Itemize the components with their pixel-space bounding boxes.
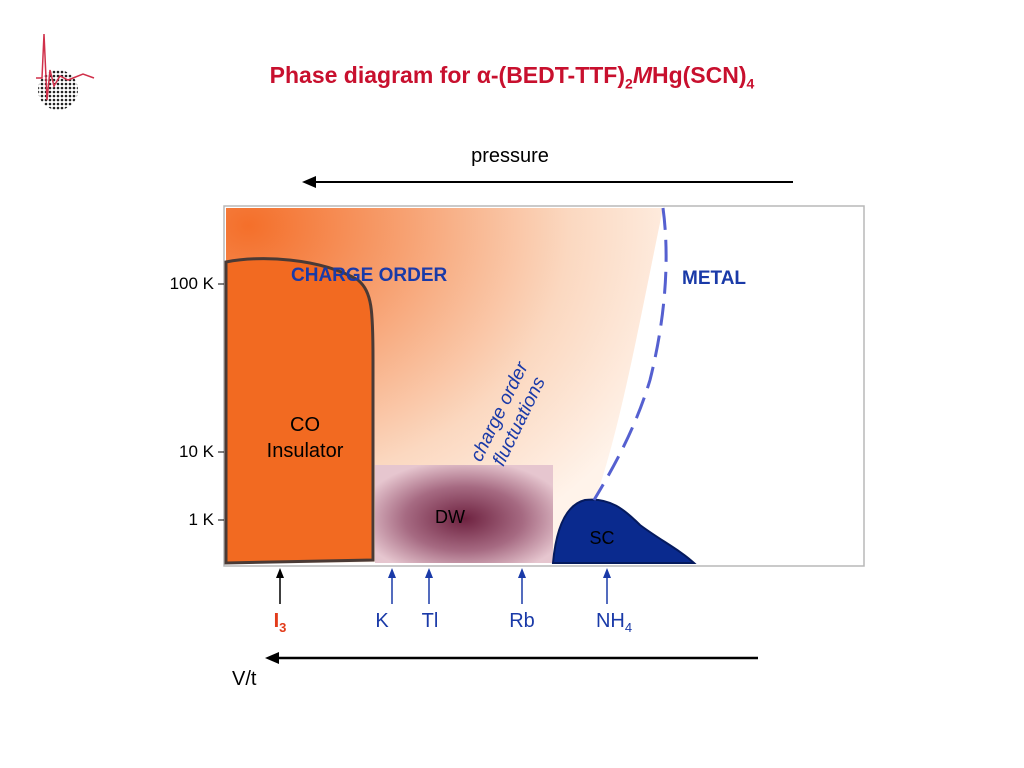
- dw-region: [375, 465, 553, 563]
- pressure-label: pressure: [471, 145, 549, 167]
- metal-boundary-line: [592, 207, 668, 501]
- compound-arrow-tl: [425, 568, 433, 604]
- vt-label: V/t: [232, 668, 257, 690]
- compound-label-rb: Rb: [509, 610, 535, 632]
- page-title: Phase diagram for α-(BEDT-TTF)2MHg(SCN)4: [269, 62, 755, 92]
- metal-label: METAL: [682, 268, 747, 289]
- compound-arrow-rb: [518, 568, 526, 604]
- compound-label-i3: I3: [273, 610, 287, 635]
- co-label-line2: Insulator: [266, 440, 344, 462]
- compound-label-tl: Tl: [421, 610, 439, 632]
- vt-arrowhead: [265, 652, 279, 664]
- compound-arrow-k: [388, 568, 396, 604]
- compound-arrow-i3: [276, 568, 284, 604]
- tick-label-10k: 10 K: [179, 442, 214, 461]
- co-label-line1: CO: [290, 414, 320, 436]
- co-insulator-region: [224, 257, 375, 565]
- tick-label-100k: 100 K: [169, 274, 214, 293]
- compound-arrow-nh4: [603, 568, 611, 604]
- co-insulator-label: CO Insulator: [240, 412, 370, 464]
- sc-label: SC: [589, 528, 615, 548]
- compound-label-k: K: [375, 610, 389, 632]
- pressure-arrowhead: [302, 176, 316, 188]
- sc-region: [551, 498, 697, 564]
- charge-order-label: CHARGE ORDER: [291, 265, 448, 286]
- compound-label-nh4: NH4: [595, 610, 633, 635]
- institution-logo: [36, 33, 95, 110]
- dw-label: DW: [435, 507, 465, 527]
- tick-label-1k: 1 K: [188, 510, 214, 529]
